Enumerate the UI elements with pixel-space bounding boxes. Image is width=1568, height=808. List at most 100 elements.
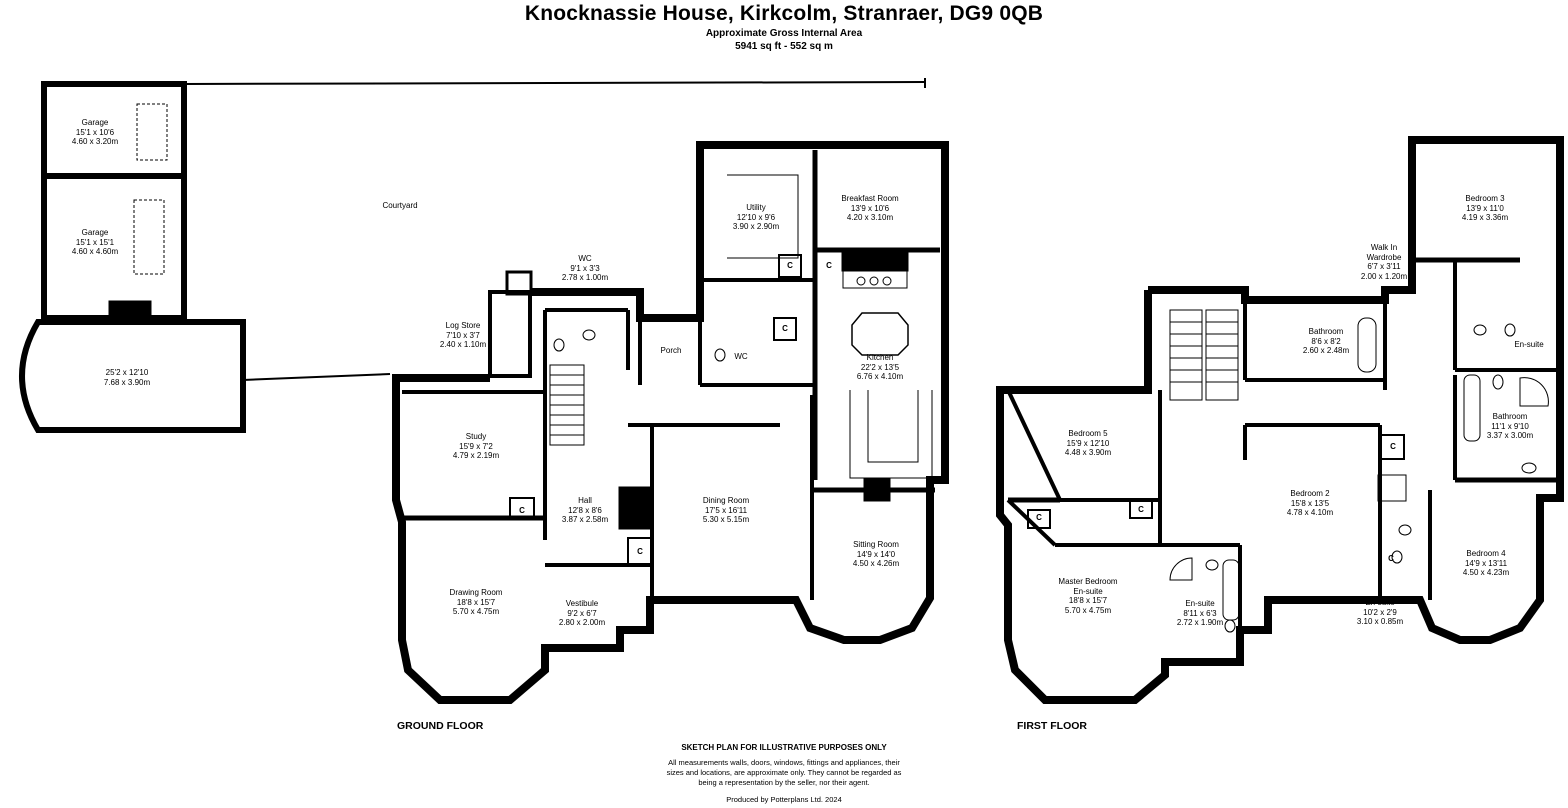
- room-imperial: 15'1 x 15'1: [75, 237, 115, 247]
- room-metric: 7.68 x 3.90m: [103, 377, 151, 387]
- room-vestibule: Vestibule 9'2 x 6'7 2.80 x 2.00m: [559, 599, 605, 628]
- room-name: En-suite: [1365, 598, 1395, 607]
- room-wc-2: WC: [734, 352, 747, 362]
- cupboard-label: C: [637, 547, 643, 556]
- room-imperial: 22'2 x 13'5: [860, 362, 900, 372]
- room-name: Log Store: [445, 321, 481, 330]
- room-imperial: 14'9 x 13'11: [1464, 558, 1508, 568]
- room-porch: Porch: [661, 346, 682, 356]
- room-imperial: 8'11 x 6'3: [1183, 608, 1217, 618]
- room-ensuite-master: En-suite 8'11 x 6'3 2.72 x 1.90m: [1177, 599, 1223, 628]
- room-name: Porch: [660, 346, 682, 355]
- room-bedroom-5: Bedroom 5 15'9 x 12'10 4.48 x 3.90m: [1065, 429, 1111, 458]
- room-bathroom-1: Bathroom 8'6 x 8'2 2.60 x 2.48m: [1303, 327, 1349, 356]
- room-name: Study: [465, 432, 487, 441]
- room-metric: 5.70 x 4.75m: [452, 607, 500, 616]
- room-metric: 3.37 x 3.00m: [1486, 431, 1534, 440]
- disclaimer-line: sizes and locations, are approximate onl…: [666, 768, 902, 777]
- room-metric: 2.78 x 1.00m: [561, 273, 609, 282]
- room-utility: Utility 12'10 x 9'6 3.90 x 2.90m: [733, 203, 779, 232]
- room-imperial: 15'9 x 7'2: [459, 441, 493, 451]
- room-name: Garage: [81, 228, 109, 237]
- room-imperial: 25'2 x 12'10: [105, 368, 149, 377]
- room-metric: 4.50 x 4.23m: [1462, 568, 1510, 577]
- room-metric: 6.76 x 4.10m: [856, 372, 904, 381]
- room-imperial: 8'6 x 8'2: [1311, 336, 1341, 346]
- disclaimer-line: being a representation by the seller, no…: [698, 778, 870, 787]
- producer-credit: Produced by Potterplans Ltd. 2024: [726, 795, 842, 804]
- room-metric: 2.72 x 1.90m: [1176, 618, 1224, 627]
- room-bedroom-2: Bedroom 2 15'8 x 13'5 4.78 x 4.10m: [1287, 489, 1333, 518]
- cupboard-label: C: [1388, 554, 1394, 563]
- room-name: Sitting Room: [853, 540, 899, 549]
- room-metric: 2.00 x 1.20m: [1360, 271, 1408, 281]
- room-dining-room: Dining Room 17'5 x 16'11 5.30 x 5.15m: [703, 496, 749, 525]
- room-metric: 5.70 x 4.75m: [1064, 605, 1112, 615]
- room-name: Hall: [578, 496, 592, 505]
- room-master-bedroom: Master Bedroom En-suite 18'8 x 15'7 5.70…: [1058, 577, 1117, 615]
- room-log-store: Log Store 7'10 x 3'7 2.40 x 1.10m: [440, 321, 486, 350]
- room-imperial: 15'8 x 13'5: [1290, 498, 1330, 508]
- room-imperial: 13'9 x 11'0: [1466, 203, 1504, 213]
- area-value: 5941 sq ft - 552 sq m: [735, 41, 833, 52]
- room-metric: 4.48 x 3.90m: [1064, 448, 1112, 457]
- room-metric: 4.60 x 3.20m: [71, 137, 119, 146]
- room-imperial: 12'8 x 8'6: [568, 505, 602, 515]
- room-bedroom-3: Bedroom 3 13'9 x 11'0 4.19 x 3.36m: [1462, 194, 1508, 223]
- room-hall: Hall 12'8 x 8'6 3.87 x 2.58m: [562, 496, 608, 525]
- room-name: Breakfast Room: [841, 194, 899, 203]
- first-floor-caption: FIRST FLOOR: [1017, 720, 1087, 732]
- room-imperial: 15'1 x 10'6: [75, 127, 115, 137]
- room-courtyard: Courtyard: [382, 201, 417, 211]
- room-drawing-room: Drawing Room 18'8 x 15'7 5.70 x 4.75m: [450, 588, 503, 617]
- room-bedroom-4: Bedroom 4 14'9 x 13'11 4.50 x 4.23m: [1463, 549, 1509, 578]
- room-metric: 2.60 x 2.48m: [1302, 346, 1350, 355]
- room-name: En-suite: [1514, 340, 1544, 349]
- room-name: Utility: [746, 203, 766, 212]
- room-imperial: 12'10 x 9'6: [736, 212, 776, 222]
- room-study: Study 15'9 x 7'2 4.79 x 2.19m: [453, 432, 499, 461]
- room-imperial: 9'2 x 6'7: [567, 608, 597, 618]
- room-name-2: Wardrobe: [1366, 252, 1402, 262]
- room-name: Kitchen: [866, 353, 894, 362]
- room-bathroom-2: Bathroom 11'1 x 9'10 3.37 x 3.00m: [1487, 412, 1533, 441]
- room-metric: 4.78 x 4.10m: [1286, 508, 1334, 517]
- room-metric: 3.87 x 2.58m: [561, 515, 609, 524]
- disclaimer-heading: SKETCH PLAN FOR ILLUSTRATIVE PURPOSES ON…: [681, 743, 887, 752]
- room-imperial: 10'2 x 2'9: [1363, 607, 1397, 617]
- room-metric: 2.40 x 1.10m: [439, 340, 487, 349]
- room-imperial: 7'10 x 3'7: [446, 330, 480, 340]
- room-metric: 4.50 x 4.26m: [852, 559, 900, 568]
- room-sitting-room: Sitting Room 14'9 x 14'0 4.50 x 4.26m: [853, 540, 899, 569]
- room-name: En-suite: [1185, 599, 1215, 608]
- cupboard-label: C: [782, 324, 788, 333]
- room-imperial: 18'8 x 15'7: [456, 597, 496, 607]
- room-metric: 4.79 x 2.19m: [452, 451, 500, 460]
- room-name-2: En-suite: [1073, 586, 1103, 596]
- room-name: Drawing Room: [449, 588, 503, 597]
- room-ensuite-bedroom-3: En-suite: [1514, 340, 1543, 350]
- cupboard-label: C: [1036, 513, 1042, 522]
- room-name: WC: [578, 254, 592, 263]
- cupboard-label: C: [1138, 505, 1144, 514]
- room-name: WC: [734, 352, 748, 361]
- room-name: Bathroom: [1492, 412, 1528, 421]
- room-ensuite-bedroom-2: En-suite 10'2 x 2'9 3.10 x 0.85m: [1357, 598, 1403, 627]
- cupboard-label: C: [826, 261, 832, 270]
- room-garage-2: Garage 15'1 x 15'1 4.60 x 4.60m: [72, 228, 118, 257]
- room-large-reception: 25'2 x 12'10 7.68 x 3.90m: [104, 368, 150, 387]
- room-imperial: 6'7 x 3'11: [1367, 262, 1401, 271]
- cupboard-label: C: [1390, 442, 1396, 451]
- room-name: Bedroom 2: [1290, 489, 1330, 498]
- room-imperial: 13'9 x 10'6: [850, 203, 890, 213]
- room-imperial: 11'1 x 9'10: [1491, 421, 1529, 431]
- room-name: Dining Room: [702, 496, 750, 505]
- room-garage-1: Garage 15'1 x 10'6 4.60 x 3.20m: [72, 118, 118, 147]
- room-name: Courtyard: [382, 201, 418, 210]
- room-imperial: 9'1 x 3'3: [570, 263, 600, 273]
- room-metric: 3.10 x 0.85m: [1356, 617, 1404, 626]
- room-imperial: 14'9 x 14'0: [856, 549, 896, 559]
- room-imperial: 18'8 x 15'7: [1068, 596, 1108, 605]
- room-metric: 3.90 x 2.90m: [732, 222, 780, 231]
